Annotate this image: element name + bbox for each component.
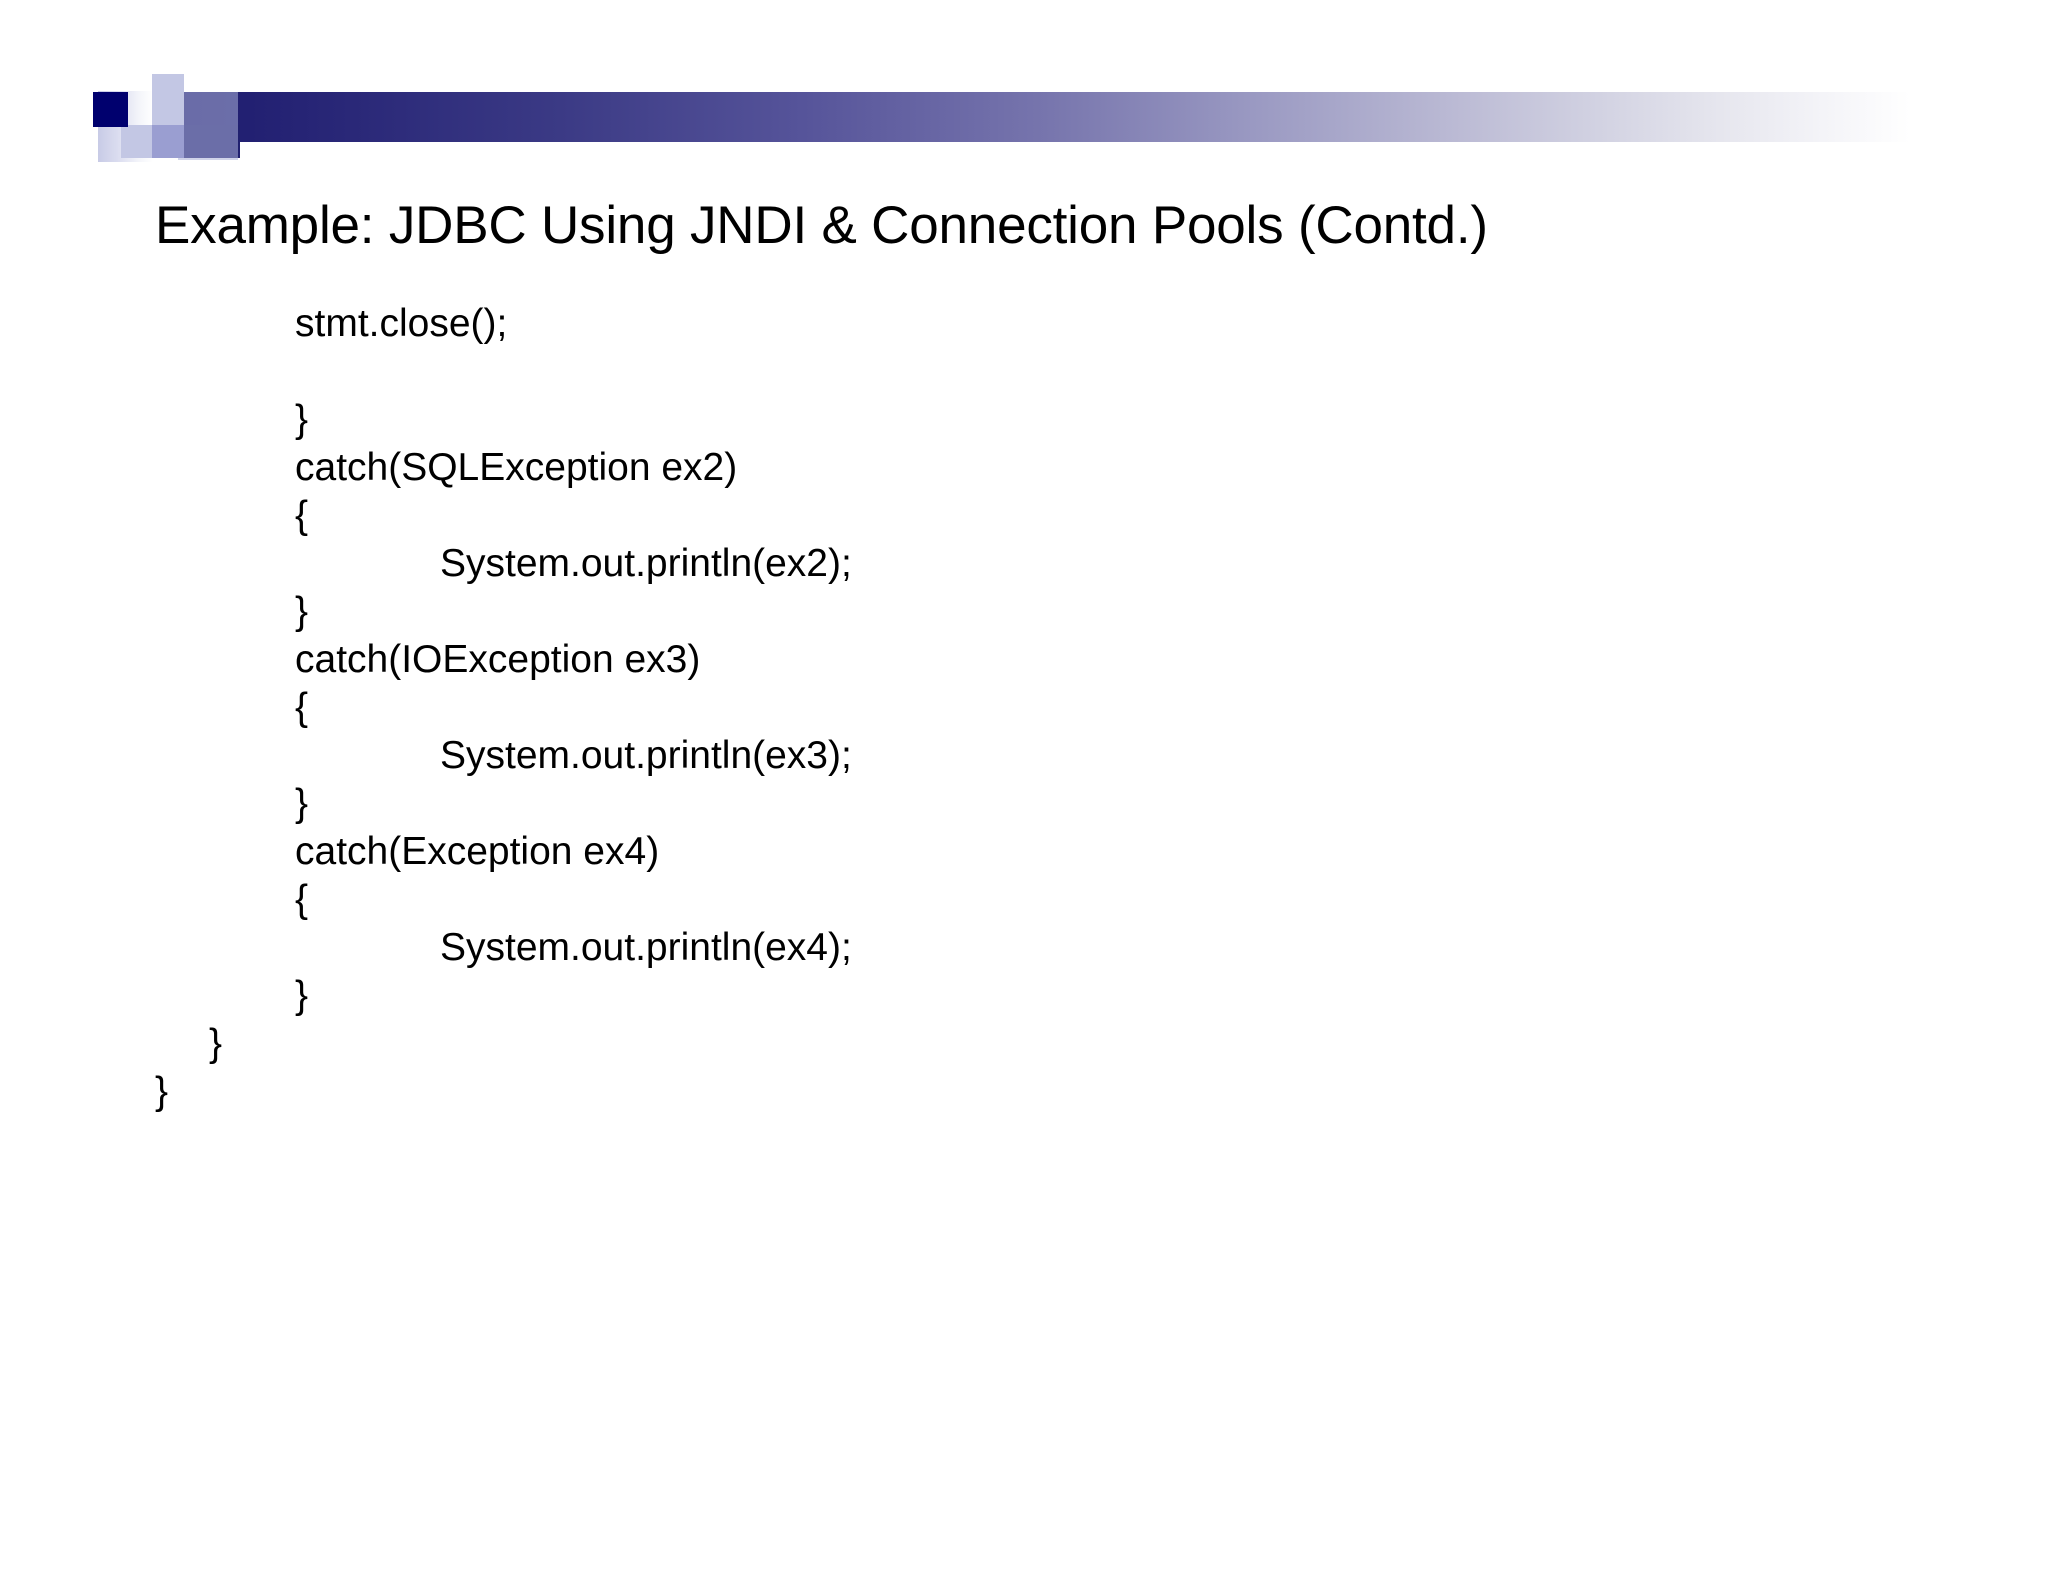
code-line-blank [0,348,2048,396]
code-line: System.out.println(ex2); [440,542,852,585]
code-line: System.out.println(ex4); [440,926,852,969]
code-line: stmt.close(); [295,302,508,345]
code-line: { [295,494,309,537]
header-decoration [0,0,2048,220]
code-line: { [295,878,309,921]
code-line: } [155,1070,169,1113]
code-line: } [295,590,309,633]
slide-title: Example: JDBC Using JNDI & Connection Po… [155,196,1488,255]
code-line: System.out.println(ex3); [440,734,852,777]
code-line: } [295,398,309,441]
code-line: { [295,686,309,729]
decoration-pale-overlay-square [178,92,238,160]
code-line: catch(SQLException ex2) [295,446,738,489]
decoration-light-square-lower [121,125,154,158]
code-line: } [295,974,309,1017]
decoration-gradient-bar [180,92,1910,142]
decoration-light-square-upper [152,74,184,126]
decoration-gradient-bar-cap [180,125,240,158]
decoration-medium-square [152,125,184,158]
code-line: catch(Exception ex4) [295,830,660,873]
decoration-navy-square [93,92,128,127]
code-line: } [295,782,309,825]
decoration-vertical-bar [98,91,153,162]
code-line: catch(IOException ex3) [295,638,701,681]
code-block: stmt.close();} catch(SQLException ex2) { Sy… [0,300,2048,1116]
code-line: } [209,1022,223,1065]
